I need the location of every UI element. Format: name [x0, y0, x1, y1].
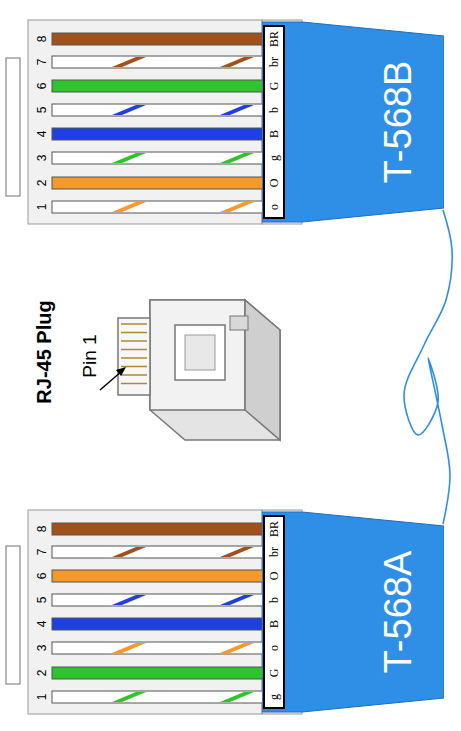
- wire-stripe: [220, 202, 254, 212]
- wire-stripe: [220, 692, 254, 702]
- wire: [52, 618, 264, 630]
- wire-stripe: [112, 643, 146, 653]
- wire: [52, 691, 264, 703]
- standard-name: T-568A: [377, 551, 420, 674]
- color-code: B: [267, 620, 282, 628]
- wire: [52, 56, 264, 68]
- wire: [52, 667, 264, 679]
- plug-contact: [121, 383, 147, 385]
- color-code: br: [267, 57, 282, 67]
- wire-stripe: [112, 57, 146, 67]
- wire-stripe: [220, 643, 254, 653]
- pin-number: 1: [35, 204, 49, 211]
- wire-panels: [28, 20, 302, 714]
- color-code: b: [267, 107, 282, 113]
- code-strip: [264, 516, 284, 708]
- wire-stripe: [220, 153, 254, 163]
- rj45-plug-drawing: [100, 300, 280, 440]
- plug-title: RJ-45 Plug: [33, 300, 56, 403]
- color-code: O: [267, 572, 282, 581]
- pin-number: 5: [35, 597, 49, 604]
- pin-number: 8: [35, 526, 49, 533]
- wire-stripe: [112, 692, 146, 702]
- plug-contact: [121, 340, 147, 342]
- wire: [52, 642, 264, 654]
- plug-contact: [121, 323, 147, 325]
- pin-number: 3: [35, 645, 49, 652]
- wire: [52, 594, 264, 606]
- brackets: [6, 58, 20, 684]
- wire: [52, 33, 264, 45]
- code-strip: [264, 26, 284, 218]
- pin-number: 4: [35, 621, 49, 628]
- wire: [52, 201, 264, 213]
- color-code: G: [267, 82, 282, 91]
- connector-plug: T-568B: [262, 20, 444, 224]
- pin-number: 4: [35, 131, 49, 138]
- wire-stripe: [112, 105, 146, 115]
- pin-number: 6: [35, 573, 49, 580]
- wire-panel: [28, 20, 262, 224]
- wire-stripe: [220, 105, 254, 115]
- color-code: g: [267, 155, 282, 161]
- pin-number: 8: [35, 36, 49, 43]
- pin-number: 6: [35, 83, 49, 90]
- wire-stripe: [112, 153, 146, 163]
- color-code: BR: [267, 31, 282, 47]
- wire: [52, 152, 264, 164]
- plug-contact: [121, 366, 147, 368]
- wire: [52, 570, 264, 582]
- pin-number: 2: [35, 670, 49, 677]
- color-code: o: [267, 645, 282, 651]
- plug-contact: [121, 374, 147, 376]
- plug-body: [262, 22, 444, 222]
- wire-stripe: [220, 57, 254, 67]
- connector-plug: T-568A: [262, 510, 444, 714]
- wire-stripe: [112, 595, 146, 605]
- color-code: B: [267, 130, 282, 138]
- color-code: BR: [267, 521, 282, 537]
- pin-number: 1: [35, 694, 49, 701]
- plug-contact: [121, 357, 147, 359]
- plug-contact: [121, 349, 147, 351]
- pin-callout: Pin 1: [79, 334, 101, 377]
- plug-body: [262, 512, 444, 712]
- wire: [52, 177, 264, 189]
- wire-stripe: [112, 202, 146, 212]
- wire-panel: [28, 510, 262, 714]
- pin-number: 3: [35, 155, 49, 162]
- pin-number: 7: [35, 59, 49, 66]
- color-code: O: [267, 179, 282, 188]
- wire: [52, 523, 264, 535]
- pin-number: 5: [35, 107, 49, 114]
- wire-stripe: [220, 547, 254, 557]
- standard-name: T-568B: [377, 61, 420, 184]
- wire-stripe: [112, 547, 146, 557]
- cable: [404, 210, 452, 524]
- color-code: G: [267, 669, 282, 678]
- wire: [52, 80, 264, 92]
- pin-number: 2: [35, 180, 49, 187]
- wire-stripe: [220, 595, 254, 605]
- wire: [52, 104, 264, 116]
- pin-number: 7: [35, 549, 49, 556]
- wire: [52, 128, 264, 140]
- color-code: b: [267, 597, 282, 603]
- color-code: o: [267, 204, 282, 210]
- wire: [52, 546, 264, 558]
- plug-contact: [121, 332, 147, 334]
- color-code: br: [267, 547, 282, 557]
- color-code: g: [267, 694, 282, 700]
